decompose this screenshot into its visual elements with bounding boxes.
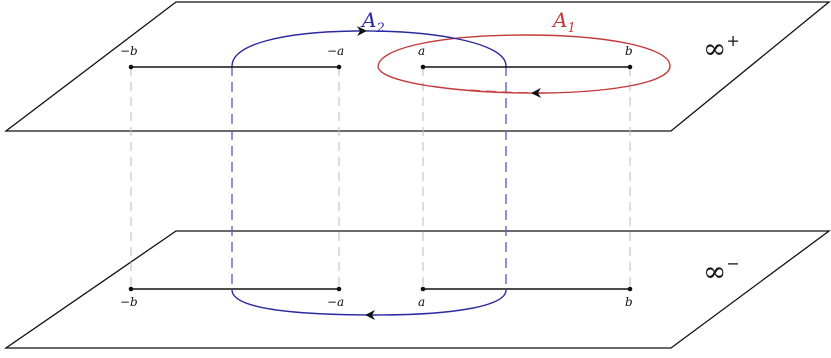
top-label-minus-a: −a — [327, 44, 344, 58]
cycle-a2-bottom-arc — [231, 289, 507, 316]
top-sheet-label-name: ∞ — [703, 32, 726, 65]
top-point-minus-b — [128, 64, 134, 70]
top-label-b: b — [625, 44, 633, 58]
cycle-a1-label-name: A — [551, 8, 567, 32]
cycle-a2-label: A2 — [360, 8, 385, 36]
bottom-sheet-plane — [3, 230, 831, 349]
cycle-a2-label-name: A — [360, 8, 376, 32]
bottom-label-minus-a: −a — [327, 295, 344, 309]
bottom-point-minus-b — [128, 286, 134, 292]
top-point-a — [420, 64, 426, 70]
cycle-a1-front-arc — [377, 65, 671, 94]
bottom-sheet-label-sup: − — [726, 254, 739, 273]
bottom-label-b: b — [625, 295, 633, 309]
top-point-b — [627, 64, 633, 70]
bottom-sheet-label-name: ∞ — [703, 255, 726, 288]
cycle-a2-label-sub: 2 — [375, 21, 384, 36]
top-label-a: a — [418, 44, 425, 58]
cycle-a1-label-sub: 1 — [567, 21, 575, 36]
bottom-point-a — [420, 286, 426, 292]
top-sheet-plane — [4, 1, 831, 132]
bottom-sheet-label: ∞− — [703, 254, 740, 288]
bottom-label-minus-b: −b — [120, 295, 138, 309]
vertical-guides — [130, 67, 631, 289]
top-sheet-label: ∞+ — [703, 31, 740, 65]
cycle-a1-label: A1 — [551, 8, 576, 36]
cycle-a2-top-arc — [231, 30, 507, 67]
bottom-label-a: a — [418, 295, 425, 309]
bottom-point-b — [627, 286, 633, 292]
top-sheet-label-sup: + — [726, 31, 739, 50]
top-point-minus-a — [336, 64, 342, 70]
cycle-a1-back-arc — [377, 34, 671, 68]
top-label-minus-b: −b — [120, 44, 138, 58]
bottom-point-minus-a — [336, 286, 342, 292]
